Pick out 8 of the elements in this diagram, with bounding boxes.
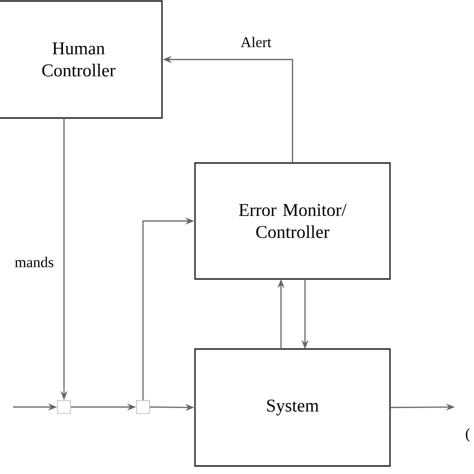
edge-label: mands (14, 256, 55, 268)
process-box: Error Monitor/ Controller (194, 162, 391, 280)
junction-square (136, 400, 150, 414)
process-box: System (194, 348, 391, 467)
edge-label: Alert (240, 36, 272, 48)
process-box: Human Controller (0, 0, 163, 119)
junction-square (57, 400, 71, 414)
text-fragment: ( (466, 428, 470, 442)
